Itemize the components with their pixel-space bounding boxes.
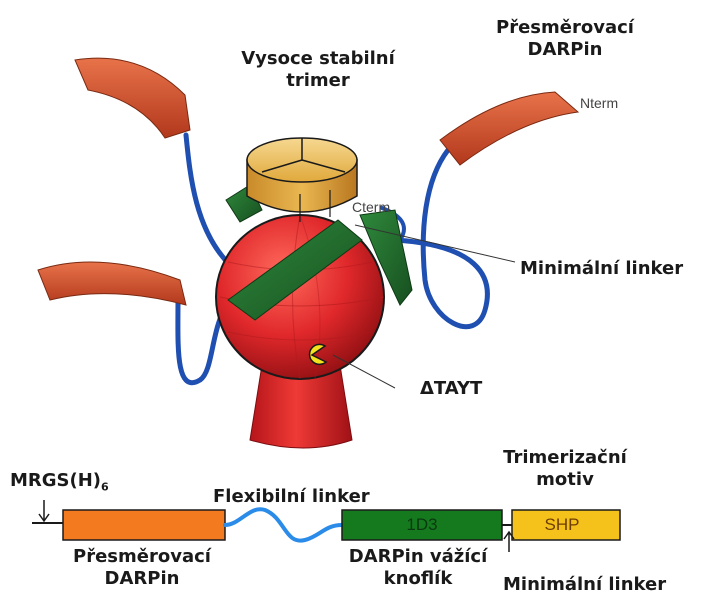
- retargeting-darpin-box: [63, 510, 225, 540]
- linker-top-left: [186, 135, 230, 265]
- label-delta-tayt: ΔTAYT: [420, 378, 482, 400]
- linker-right: [395, 150, 487, 327]
- darpin-bottom-left: [38, 262, 186, 305]
- label-minimal-linker-bottom: Minimální linker: [503, 574, 666, 596]
- label-minimal-linker-right: Minimální linker: [520, 258, 683, 280]
- label-trimer: Vysoce stabilní trimer: [218, 48, 418, 92]
- label-nterm: Nterm: [580, 95, 618, 111]
- label-trimerization-motif: Trimerizační motiv: [490, 447, 640, 491]
- box-1d3-label: 1D3: [406, 515, 437, 534]
- label-retarget-top: Přesměrovací DARPin: [485, 17, 645, 61]
- flexible-linker-wave: [225, 509, 342, 540]
- mrgs-arrow: [39, 500, 49, 521]
- label-cterm: Cterm: [352, 199, 390, 215]
- darpin-top-right: [440, 92, 578, 165]
- label-binding-knob: DARPin vážící knoflík: [333, 546, 503, 590]
- label-mrgs: MRGS(H)6: [10, 470, 109, 499]
- label-retarget-bottom: Přesměrovací DARPin: [52, 546, 232, 590]
- box-shp-label: SHP: [545, 515, 580, 534]
- darpin-top-left: [75, 58, 190, 138]
- label-flexible-linker: Flexibilní linker: [213, 486, 370, 508]
